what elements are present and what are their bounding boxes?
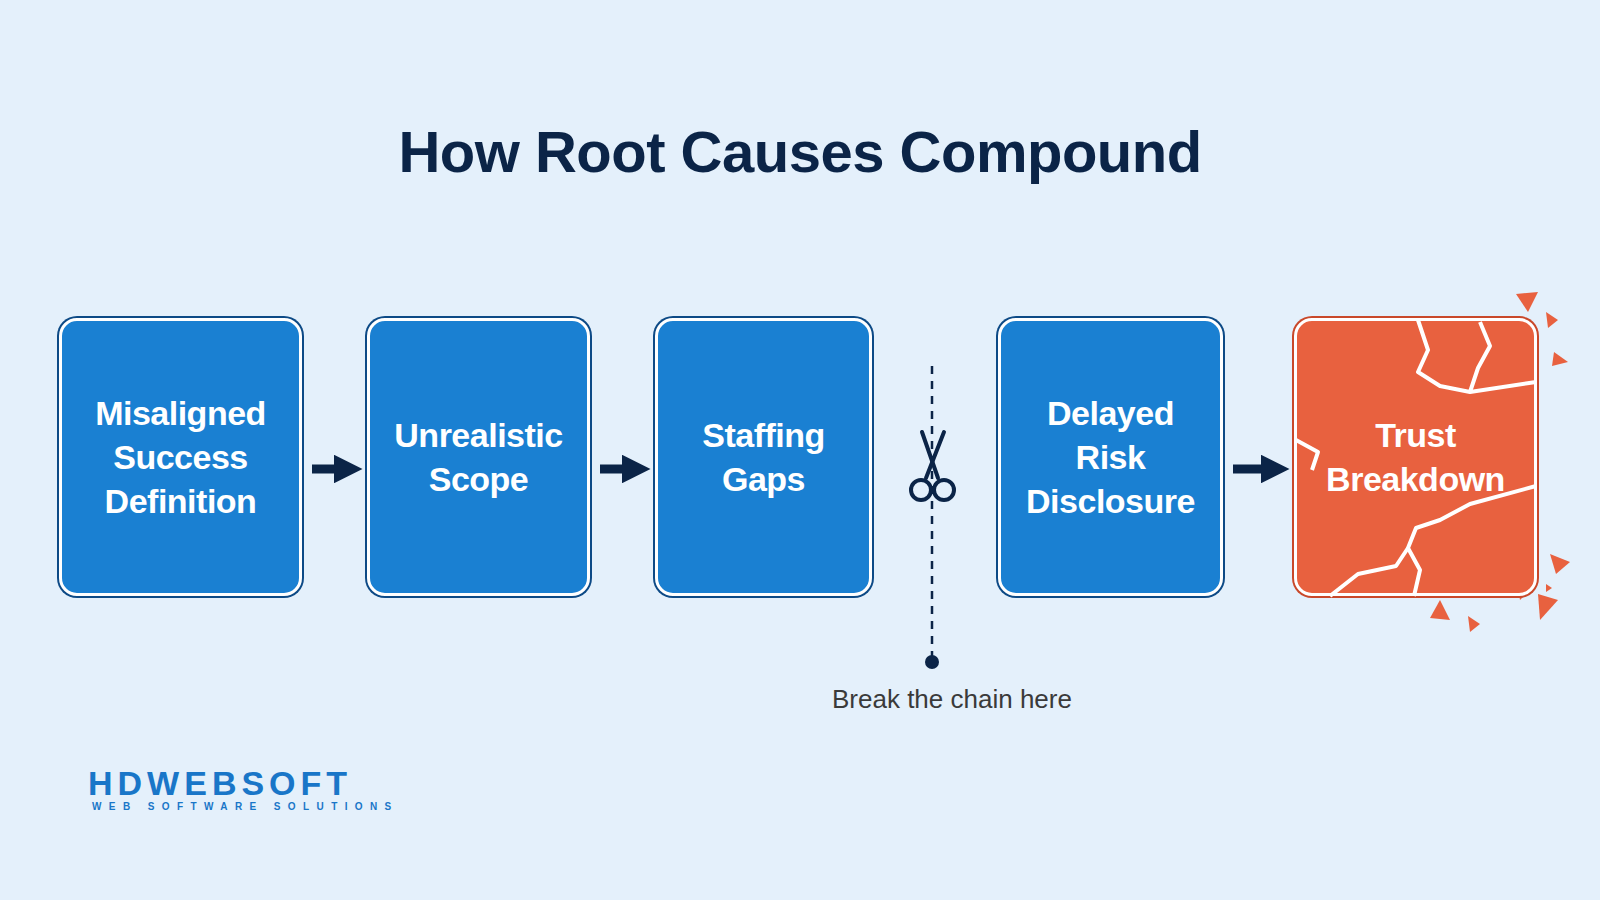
scissors-icon xyxy=(911,432,954,500)
flow-arrow xyxy=(600,465,639,474)
node-label: Trust Breakdown xyxy=(1313,413,1518,501)
cut-note: Break the chain here xyxy=(832,684,1032,715)
process-box: Unrealistic Scope xyxy=(367,318,590,596)
node-text-group: Trust Breakdown xyxy=(1313,413,1518,501)
logo-tagline: WEB SOFTWARE SOLUTIONS xyxy=(92,801,399,812)
diagram-title: How Root Causes Compound xyxy=(0,118,1600,185)
process-box: Delayed Risk Disclosure xyxy=(998,318,1223,596)
cut-line xyxy=(931,366,934,660)
flow-arrow xyxy=(1233,465,1278,474)
node-text-group: Unrealistic Scope xyxy=(386,413,571,501)
logo-text: HDWEBSOFT xyxy=(88,764,352,803)
node-label: Delayed Risk Disclosure xyxy=(1017,391,1204,524)
node-label: Unrealistic Scope xyxy=(386,413,571,501)
process-box: Misaligned Success Definition xyxy=(59,318,302,596)
flow-arrow xyxy=(312,465,351,474)
node-text-group: Delayed Risk Disclosure xyxy=(1017,391,1204,524)
node-label: Staffing Gaps xyxy=(674,413,853,501)
node-text-group: Misaligned Success Definition xyxy=(78,391,283,524)
outcome-box: Trust Breakdown xyxy=(1294,318,1537,596)
node-text-group: Staffing Gaps xyxy=(674,413,853,501)
process-box: Staffing Gaps xyxy=(655,318,872,596)
node-label: Misaligned Success Definition xyxy=(78,391,283,524)
cut-dot xyxy=(925,655,939,669)
